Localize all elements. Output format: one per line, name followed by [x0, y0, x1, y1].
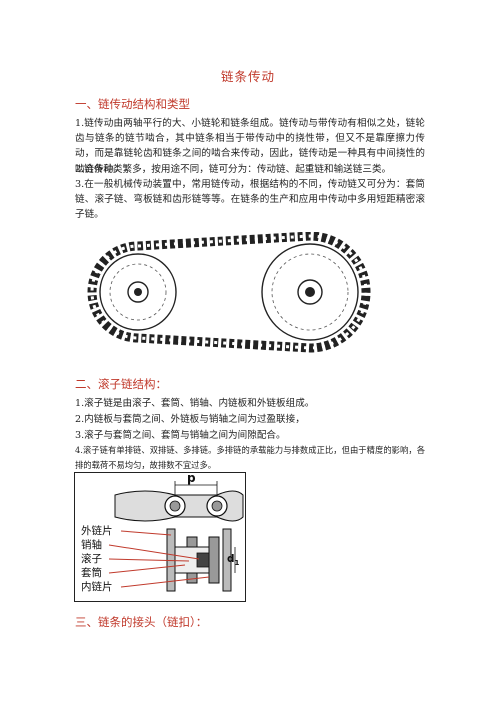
label-pin: 销轴: [81, 539, 102, 551]
paragraph-2-3: 3.滚子与套筒之间、套筒与销轴之间为间隙配合。: [75, 430, 286, 441]
section-heading-2: 二、滚子链结构：: [75, 377, 167, 391]
label-inner-plate: 内链片: [81, 581, 113, 593]
label-outer-plate: 外链片: [81, 525, 113, 537]
label-roller: 滚子: [81, 553, 102, 565]
chain-drive-illustration: [87, 232, 371, 353]
section-heading-1: 一、链传动结构和类型: [75, 97, 190, 111]
paragraph-2-1: 1.滚子链是由滚子、套筒、销轴、内链板和外链板组成。: [75, 398, 315, 409]
paragraph-1-2: 2.链条种类繁多，按用途不同，链可分为：传动链、起重链和输送链三类。: [75, 164, 392, 175]
page-title: 链条传动: [220, 69, 275, 84]
roller-chain-drawing: [108, 481, 244, 592]
roller-chain-figure: p 外链片 销轴 滚子 套筒 内链片 d1: [74, 472, 246, 602]
section-heading-3: 三、链条的接头（链扣）：: [75, 615, 208, 629]
paragraph-1-1: 1.链传动由两轴平行的大、小链轮和链条组成。链传动与带传动有相似之处，链轮齿与链…: [75, 118, 425, 175]
label-bushing: 套筒: [81, 567, 102, 579]
d1-label: d1: [227, 553, 240, 568]
pitch-label: p: [187, 472, 196, 485]
paragraph-2-4: 4.滚子链有单排链、双排链、多排链。多排链的承载能力与排数成正比，但由于精度的影…: [75, 445, 425, 470]
paragraph-2-2: 2.内链板与套筒之间、外链板与销轴之间为过盈联接，: [75, 414, 305, 425]
paragraph-1-3: 3.在一般机械传动装置中，常用链传动，根据结构的不同，传动链又可分为：套筒链、滚…: [75, 179, 425, 221]
